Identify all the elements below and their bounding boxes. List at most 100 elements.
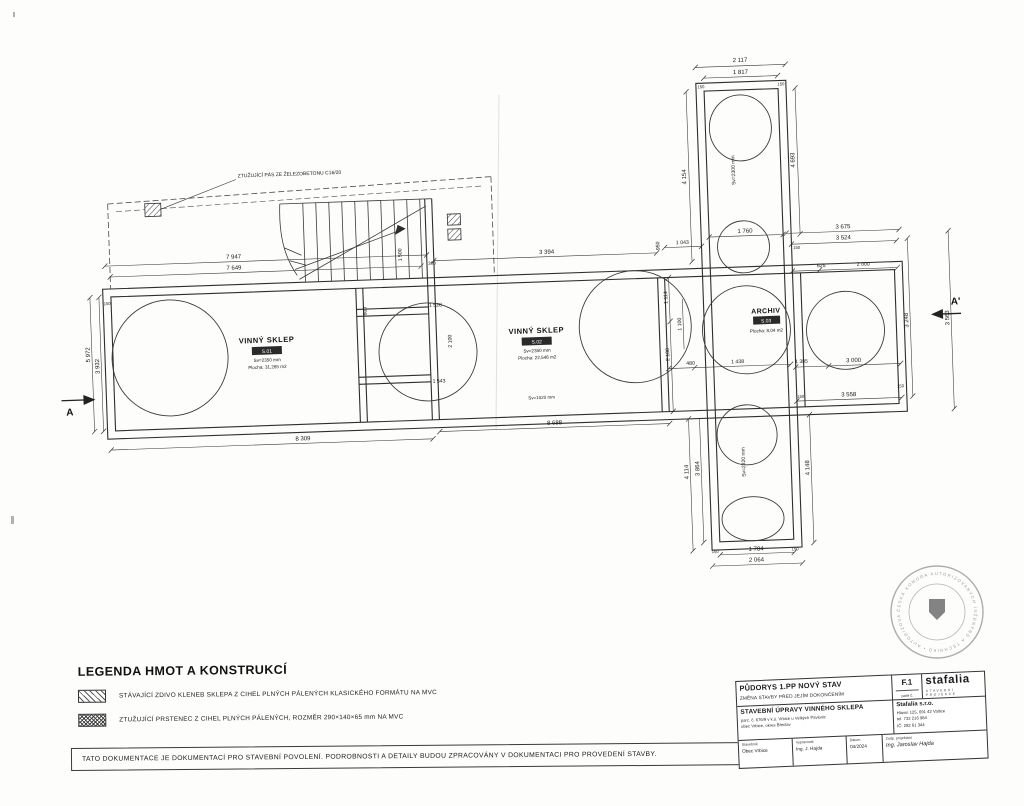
overhead-dashed-outline <box>107 176 495 289</box>
section-marker-a: A <box>66 407 74 418</box>
room-code-label: S.03 <box>761 318 772 324</box>
height-label: Sv=1020 mm <box>528 395 555 401</box>
dim-label: 3 932 <box>95 358 102 374</box>
room-name-label: ARCHIV <box>751 308 780 316</box>
legend-item: STÁVAJÍCÍ ZDIVO KLENEB SKLEPA Z CIHEL PL… <box>77 686 437 703</box>
dim-label: 1 543 <box>432 378 445 384</box>
dim-label: 1 114 <box>663 291 669 304</box>
dim-label: 4 148 <box>805 459 812 475</box>
height-label: Sv=2320 mm <box>741 447 748 477</box>
room-area-label: Plocha: 22,546 m2 <box>518 354 557 360</box>
dim-label: 3 394 <box>539 249 555 256</box>
sheet-number: F.1 <box>901 677 913 688</box>
dim-label: 3 524 <box>836 235 852 242</box>
dim-label: 150 <box>777 81 785 86</box>
room-code-label: S.02 <box>532 339 543 345</box>
authorization-stamp: ČESKÁ KOMORA AUTORIZOVANÝCH INŽENÝRŮ A T… <box>0 0 984 659</box>
legend-item-label: ZTUŽUJÍCÍ PRSTENEC Z CIHEL PLNÝCH PÁLENÝ… <box>119 713 404 724</box>
beam-note-label: ZTUŽUJÍCÍ PÁS ZE ŽELEZOBETONU C16/20 <box>238 168 342 180</box>
cell-value: Obec Vrbice <box>742 747 768 754</box>
staircase <box>279 198 432 283</box>
dim-label: 1 100 <box>677 317 683 330</box>
scan-fold-line <box>495 94 500 431</box>
dimension-lines <box>86 61 958 570</box>
dim-label: 3 558 <box>841 392 857 399</box>
cellar-walls <box>102 79 908 551</box>
stamp-ring-text: ČESKÁ KOMORA AUTORIZOVANÝCH INŽENÝRŮ A T… <box>0 0 977 653</box>
dim-label: 5 972 <box>86 346 93 362</box>
dimension-labels: 2 117 1 817 150 150 4 154 4 693 Sv=2300 … <box>86 58 952 564</box>
dim-label: 1 817 <box>733 70 749 77</box>
height-label: Sv=2300 mm <box>730 155 737 185</box>
scan-artifact <box>11 516 14 524</box>
dim-label: 1 043 <box>676 240 689 246</box>
room-height-label: Sv=2350 mm <box>523 348 551 354</box>
scan-artifact <box>13 12 15 17</box>
cell-value: Ing. J. Hajda <box>795 745 823 752</box>
dim-label: 150 <box>697 84 705 89</box>
dim-label: 3 000 <box>846 358 862 365</box>
dim-label: 3 864 <box>695 460 702 476</box>
dim-label: 1 528 <box>429 302 442 308</box>
dim-label: 2 100 <box>447 334 453 347</box>
dim-label: 1 500 <box>397 248 403 261</box>
dim-label: 3 563 <box>945 309 952 325</box>
dim-label: 150 <box>712 549 720 554</box>
dim-label: 4 154 <box>682 169 689 185</box>
hatch-swatch-existing-masonry <box>77 689 107 703</box>
title-block: PŮDORYS 1.PP NOVÝ STAV ZMĚNA STAVBY PŘED… <box>735 670 989 769</box>
cell-value: 04/2024 <box>849 743 868 750</box>
dim-label: 1 385 <box>795 359 808 365</box>
dim-label: 625 <box>817 263 826 269</box>
dim-label: 2 117 <box>733 58 748 65</box>
dim-label: 150 <box>104 301 112 306</box>
legend: LEGENDA HMOT A KONSTRUKCÍ STÁVAJÍCÍ ZDIV… <box>78 661 438 727</box>
dim-label: 600 <box>362 307 368 316</box>
room-height-label: Sv=2350 mm <box>254 357 282 363</box>
dim-label: 7 649 <box>226 265 242 272</box>
dim-label: 150 <box>797 394 805 399</box>
dim-label: 150 <box>792 546 800 551</box>
dim-label: 4 114 <box>684 464 691 479</box>
dim-label: 300 <box>428 261 436 266</box>
cell-label: Datum <box>849 737 861 743</box>
dim-label: 150 <box>793 245 801 250</box>
dim-label: 8 688 <box>547 420 563 427</box>
company-tagline: STAVEBNÍ PROJEKCE <box>925 687 957 698</box>
dim-label: 1 760 <box>737 229 753 236</box>
section-markers: A A' <box>61 296 962 419</box>
beam-detail-marks <box>144 179 462 241</box>
dim-label: 2 000 <box>857 261 870 267</box>
cell-label: Stavebník <box>741 742 758 747</box>
legend-title: LEGENDA HMOT A KONSTRUKCÍ <box>77 662 288 679</box>
room-area-label: Plocha: 8,04 m2 <box>750 328 784 334</box>
room-area-label: Plocha: 31,265 m2 <box>248 364 287 370</box>
dim-label: 1 784 <box>749 546 765 553</box>
room-code-badge <box>521 336 552 346</box>
cell-label: Vypracoval <box>795 739 814 745</box>
stamp-crest-icon <box>929 599 945 620</box>
room-name-label: VINNÝ SKLEP <box>239 335 295 346</box>
dim-label: 8 309 <box>295 436 311 443</box>
dim-label: 3 248 <box>904 312 911 328</box>
pare-label: paré č. <box>895 689 919 698</box>
dim-label: 150 <box>897 383 905 388</box>
dim-label: 3 675 <box>835 224 851 231</box>
dim-label: 1 438 <box>731 359 744 365</box>
room-name-label: VINNÝ SKLEP <box>508 325 564 336</box>
dim-label: 950 <box>655 241 661 250</box>
legend-item-label: STÁVAJÍCÍ ZDIVO KLENEB SKLEPA Z CIHEL PL… <box>118 689 437 700</box>
svg-text:ČESKÁ KOMORA AUTORIZOVANÝCH IN: ČESKÁ KOMORA AUTORIZOVANÝCH INŽENÝRŮ A T… <box>0 0 977 653</box>
hatch-swatch-stiffening-ring <box>78 713 107 727</box>
dim-label: 480 <box>686 361 695 367</box>
dim-label: 7 947 <box>226 254 242 261</box>
vault-circles <box>111 94 885 542</box>
dim-label: 2 100 <box>665 348 671 361</box>
room-labels: VINNÝ SKLEP S.01 Sv=2350 mm Plocha: 31,2… <box>239 308 784 371</box>
room-code-badge <box>251 346 283 356</box>
room-code-badge <box>752 315 781 325</box>
company-logo: stafalia <box>925 673 970 688</box>
documentation-note-text: TATO DOKUMENTACE JE DOKUMENTACÍ PRO STAV… <box>81 750 657 763</box>
